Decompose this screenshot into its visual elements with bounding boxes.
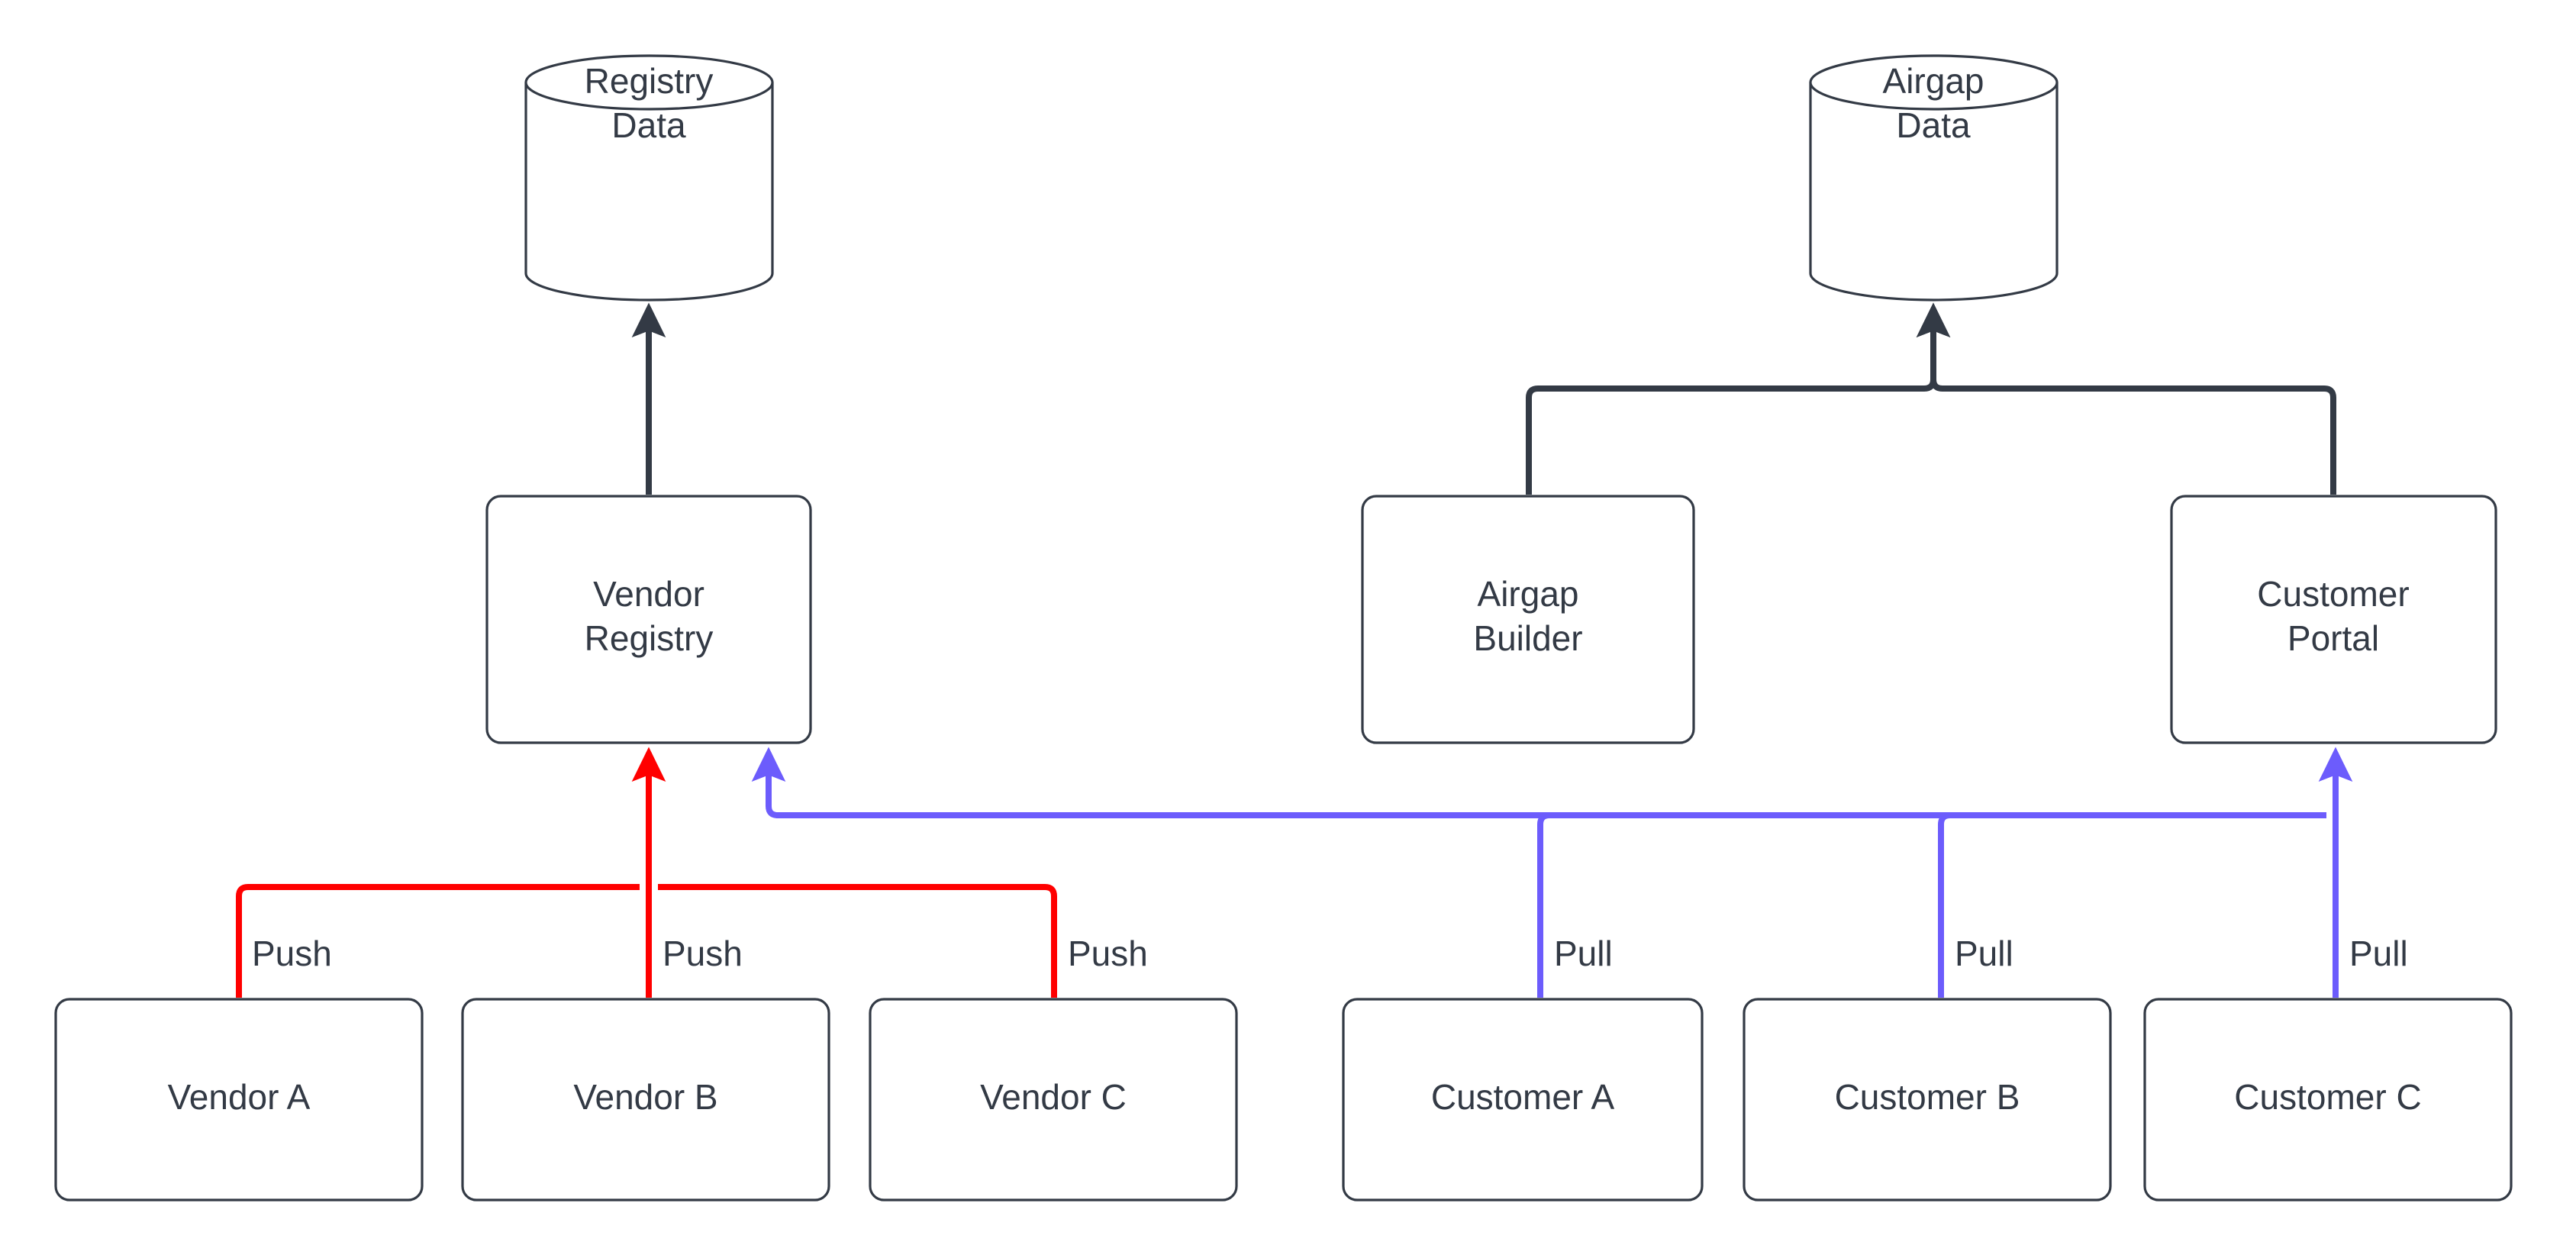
node-customer-portal[interactable]: Customer Portal — [2170, 495, 2497, 744]
node-customer-c[interactable]: Customer C — [2143, 998, 2513, 1202]
node-customer-b[interactable]: Customer B — [1743, 998, 2112, 1202]
node-vendor-a[interactable]: Vendor A — [54, 998, 424, 1202]
node-vendor-registry[interactable]: Vendor Registry — [485, 495, 812, 744]
node-label-customer-c: Customer C — [2234, 1077, 2421, 1117]
edge-label-push-c: Push — [1068, 934, 1148, 973]
node-vendor-c[interactable]: Vendor C — [869, 998, 1238, 1202]
node-label-customer-portal-line1: Customer — [2257, 574, 2409, 614]
node-label-customer-a: Customer A — [1431, 1077, 1615, 1117]
node-label-vendor-registry-line1: Vendor — [593, 574, 704, 614]
node-label-airgap-builder-line1: Airgap — [1478, 574, 1579, 614]
node-label-airgap-builder-line2: Builder — [1473, 618, 1582, 658]
node-customer-a[interactable]: Customer A — [1342, 998, 1704, 1202]
node-label-airgap-data-line1: Airgap — [1883, 61, 1984, 101]
node-label-vendor-a: Vendor A — [168, 1077, 311, 1117]
node-label-airgap-data-line2: Data — [1896, 105, 1971, 145]
node-airgap-builder[interactable]: Airgap Builder — [1361, 495, 1695, 744]
edge-label-push-a: Push — [252, 934, 332, 973]
edge-pull-into-vendor-registry — [751, 747, 786, 818]
edge-customer-a-pull — [1537, 812, 1550, 998]
edge-customer-portal-to-airgap-data — [1916, 302, 2336, 495]
edge-label-push-b: Push — [663, 934, 743, 973]
node-label-customer-portal-line2: Portal — [2287, 618, 2379, 658]
edge-customer-b-pull — [1938, 812, 1951, 998]
edge-airgap-builder-to-airgap-data — [1526, 302, 1951, 495]
edge-label-pull-c: Pull — [2349, 934, 2408, 973]
node-label-customer-b: Customer B — [1835, 1077, 2020, 1117]
edge-label-pull-b: Pull — [1955, 934, 2013, 973]
node-registry-data[interactable]: Registry Data — [524, 54, 774, 302]
node-label-registry-data-line1: Registry — [585, 61, 714, 101]
node-vendor-b[interactable]: Vendor B — [461, 998, 830, 1202]
node-label-vendor-b: Vendor B — [573, 1077, 717, 1117]
node-label-vendor-registry-line2: Registry — [585, 618, 714, 658]
node-label-registry-data-line2: Data — [611, 105, 686, 145]
node-airgap-data[interactable]: Airgap Data — [1809, 54, 2059, 302]
edge-label-pull-a: Pull — [1554, 934, 1613, 973]
edge-vendor-c-push — [658, 884, 1057, 998]
edge-vendor-a-push — [236, 884, 640, 998]
node-label-vendor-c: Vendor C — [980, 1077, 1127, 1117]
